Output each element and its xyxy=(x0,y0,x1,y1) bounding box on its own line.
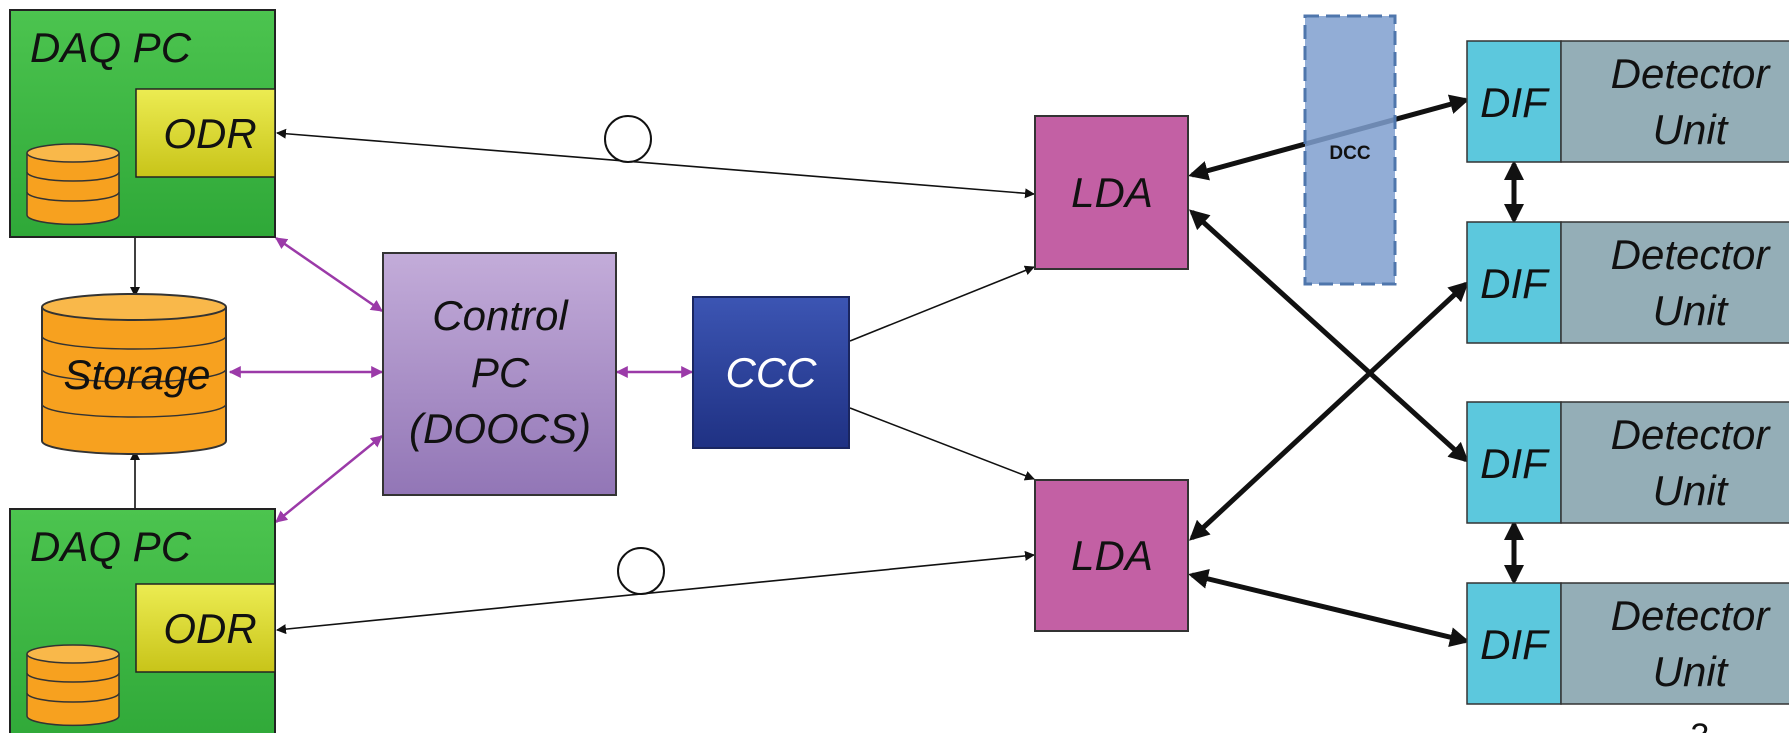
dif-unit-1: DIF Detector Unit xyxy=(1466,40,1789,163)
dif-box xyxy=(1466,40,1562,163)
lda-bottom-dif2-link xyxy=(1189,281,1469,541)
detector-unit-box xyxy=(1560,221,1789,344)
odr-bottom-lda-bottom-link xyxy=(276,550,1035,635)
link-circle-top xyxy=(604,115,652,163)
ccc-to-lda-top-arrow xyxy=(849,265,1035,342)
daq-top-control-link xyxy=(275,236,383,313)
detector-unit-line2: Unit xyxy=(1653,106,1730,153)
storage-node: Storage xyxy=(41,293,227,455)
dif-unit-3: DIF Detector Unit xyxy=(1466,401,1789,524)
database-icon xyxy=(26,143,120,226)
dif-box xyxy=(1466,401,1562,524)
daq-pc-bottom: DAQ PC ODR xyxy=(9,508,276,733)
detector-unit-line1: Detector xyxy=(1611,231,1772,278)
lda-bottom-box xyxy=(1034,479,1189,632)
odr-top-label: ODR xyxy=(163,110,256,157)
detector-unit-line2: Unit xyxy=(1653,287,1730,334)
odr-top-box xyxy=(135,88,276,178)
lda-bottom: LDA xyxy=(1034,479,1189,632)
control-pc: Control PC (DOOCS) xyxy=(382,252,617,496)
detector-unit-line1: Detector xyxy=(1611,50,1772,97)
lda-top: LDA xyxy=(1034,115,1189,270)
link-circle-bottom xyxy=(617,547,665,595)
lda-bottom-dif4-link xyxy=(1188,569,1470,647)
lda-top-box xyxy=(1034,115,1189,270)
detector-unit-line2: Unit xyxy=(1653,467,1730,514)
dcc-label: DCC xyxy=(1329,143,1370,164)
detector-unit-box xyxy=(1560,582,1789,705)
lda-bottom-label: LDA xyxy=(1071,532,1153,579)
dif-box xyxy=(1466,221,1562,344)
control-pc-box xyxy=(382,252,617,496)
ccc-label: CCC xyxy=(726,349,818,396)
control-pc-line2: PC xyxy=(471,349,530,396)
storage-label: Storage xyxy=(63,351,210,398)
daq-pc-top: DAQ PC ODR xyxy=(9,9,276,238)
lda-top-label: LDA xyxy=(1071,169,1153,216)
odr-bottom-label: ODR xyxy=(163,605,256,652)
odr-top-lda-top-link xyxy=(276,128,1035,199)
ccc-to-lda-bottom-arrow xyxy=(849,407,1035,481)
dcc-box xyxy=(1303,14,1397,286)
detector-unit-box xyxy=(1560,40,1789,163)
dif-unit-2: DIF Detector Unit xyxy=(1466,221,1789,344)
dif-unit-4: DIF Detector Unit xyxy=(1466,582,1789,705)
odr-bottom-box xyxy=(135,583,276,673)
dif-label: DIF xyxy=(1480,79,1550,126)
detector-unit-line1: Detector xyxy=(1611,592,1772,639)
detector-unit-box xyxy=(1560,401,1789,524)
control-pc-line3: (DOOCS) xyxy=(409,405,591,452)
dif-label: DIF xyxy=(1480,621,1550,668)
page-number: 3 xyxy=(1691,717,1710,733)
detector-unit-line2: Unit xyxy=(1653,648,1730,695)
daq-bottom-control-link xyxy=(275,435,383,523)
detector-unit-line1: Detector xyxy=(1611,411,1772,458)
dif-label: DIF xyxy=(1480,260,1550,307)
dif-box xyxy=(1466,582,1562,705)
ccc-box xyxy=(692,296,850,449)
database-icon xyxy=(26,644,120,727)
dif-label: DIF xyxy=(1480,440,1550,487)
control-pc-line1: Control xyxy=(432,292,569,339)
daq-pc-bottom-label: DAQ PC xyxy=(30,523,192,570)
ccc-node: CCC xyxy=(692,296,850,449)
dcc-node: DCC xyxy=(1303,14,1397,286)
daq-pc-top-label: DAQ PC xyxy=(30,24,192,71)
